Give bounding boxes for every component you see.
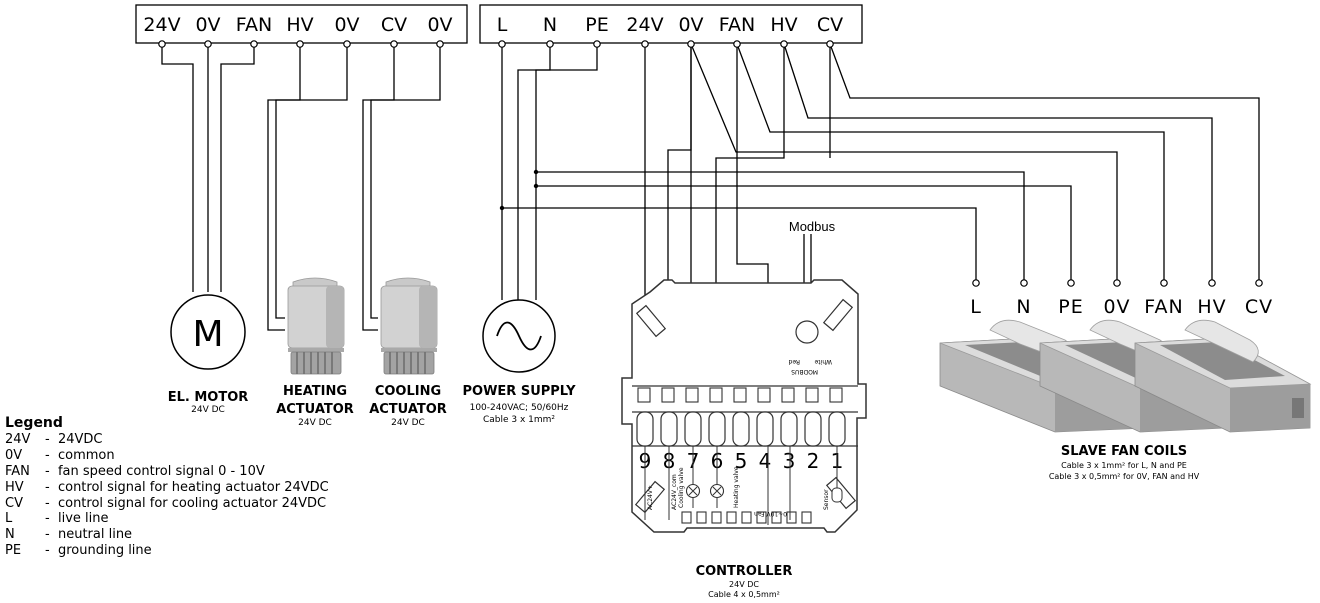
right-terminal-24v: 24V	[626, 14, 663, 36]
right-terminal-strip: L N PE 24V 0V FAN HV CV	[479, 4, 863, 44]
slave-terminal-0v: 0V	[1103, 296, 1130, 318]
heating-actuator: HEATING ACTUATOR 24V DC	[276, 277, 354, 428]
slave-terminal-labels: L N PE 0V FAN HV CV	[970, 296, 1273, 318]
terminal-dots	[158, 40, 1263, 287]
right-terminal-fan: FAN	[719, 14, 755, 36]
motor-icon	[170, 294, 246, 370]
actuator-icon	[380, 277, 438, 375]
slave-terminal-l: L	[970, 296, 982, 318]
slave-fan-coils: SLAVE FAN COILS Cable 3 x 1mm² for L, N …	[939, 319, 1312, 481]
slave-terminal-n: N	[1016, 296, 1031, 318]
motor-symbol: M	[192, 314, 223, 355]
slave-spec-2: Cable 3 x 0,5mm² for 0V, FAN and HV	[1049, 472, 1200, 481]
power-spec-2: Cable 3 x 1mm²	[483, 415, 555, 425]
power-spec-1: 100-240VAC; 50/60Hz	[470, 403, 569, 413]
controller-spec-2: Cable 4 x 0,5mm²	[708, 590, 780, 599]
controller-label-sensor: Sensor	[823, 489, 830, 510]
heating-spec: 24V DC	[298, 418, 332, 428]
legend-item: L- live line	[5, 511, 109, 527]
fan-coil-icon	[1134, 319, 1312, 433]
right-terminal-cv: CV	[817, 14, 843, 36]
right-terminal-l: L	[497, 14, 508, 36]
heating-title-2: ACTUATOR	[276, 402, 354, 417]
right-terminal-pe: PE	[585, 14, 608, 36]
motor-spec: 24V DC	[191, 405, 225, 415]
cooling-actuator: COOLING ACTUATOR 24V DC	[369, 277, 447, 428]
left-terminal-strip: 24V 0V FAN HV 0V CV 0V	[135, 4, 468, 44]
controller-label-heating-valve: Heating valve	[733, 466, 740, 508]
legend: Legend 24V- 24VDC 0V- common FAN- fan sp…	[5, 415, 329, 559]
left-terminal-0v-2: 0V	[334, 14, 359, 36]
right-terminal-0v: 0V	[678, 14, 703, 36]
controller-terminal-4: 4	[759, 449, 772, 473]
heating-title-1: HEATING	[283, 384, 347, 399]
controller-terminal-5: 5	[735, 449, 748, 473]
legend-item: 0V- common	[5, 447, 115, 463]
legend-item: PE- grounding line	[5, 543, 152, 559]
controller-title: CONTROLLER	[696, 564, 793, 579]
controller-terminal-3: 3	[783, 449, 796, 473]
legend-item: FAN- fan speed control signal 0 - 10V	[5, 463, 265, 479]
legend-title: Legend	[5, 415, 63, 431]
power-title: POWER SUPPLY	[463, 384, 577, 399]
controller-label-cooling-valve: Cooling valve	[678, 467, 685, 508]
controller-terminal-2: 2	[807, 449, 820, 473]
legend-item: CV- control signal for cooling actuator …	[5, 495, 327, 511]
left-terminal-0v-3: 0V	[427, 14, 452, 36]
modbus-port-icon	[795, 320, 819, 344]
right-terminal-n: N	[543, 14, 557, 36]
slave-terminal-pe: PE	[1058, 296, 1083, 318]
wiring	[161, 43, 1260, 398]
controller-spec-1: 24V DC	[729, 580, 759, 589]
controller-label-red: Red	[788, 358, 800, 365]
controller-label-fan: 0~10V Fan	[754, 510, 787, 517]
slave-terminal-fan: FAN	[1144, 296, 1183, 318]
left-terminal-24v: 24V	[143, 14, 180, 36]
slave-terminal-cv: CV	[1245, 296, 1273, 318]
cooling-title-2: ACTUATOR	[369, 402, 447, 417]
legend-item: 24V- 24VDC	[5, 431, 103, 447]
left-terminal-fan: FAN	[236, 14, 272, 36]
left-terminal-0v-1: 0V	[195, 14, 220, 36]
slave-title: SLAVE FAN COILS	[1061, 444, 1187, 459]
motor-title: EL. MOTOR	[168, 390, 249, 405]
controller-label-ac24v-plus: AC24V+	[647, 485, 654, 510]
power-supply: POWER SUPPLY 100-240VAC; 50/60Hz Cable 3…	[463, 299, 577, 425]
left-terminal-hv: HV	[286, 14, 313, 36]
motor: M EL. MOTOR 24V DC	[168, 294, 249, 415]
legend-item: HV- control signal for heating actuator …	[5, 479, 329, 495]
controller: 9 8 7 6 5 4 3 2 1 AC24V+ AC24V_com Cooli…	[621, 279, 867, 599]
modbus-label: Modbus	[789, 219, 836, 234]
cooling-title-1: COOLING	[375, 384, 441, 399]
right-terminal-hv: HV	[770, 14, 797, 36]
legend-item: N- neutral line	[5, 527, 133, 543]
left-terminal-cv: CV	[381, 14, 407, 36]
slave-terminal-hv: HV	[1197, 296, 1226, 318]
slave-spec-1: Cable 3 x 1mm² for L, N and PE	[1061, 461, 1187, 470]
controller-label-modbus: MODBUS	[791, 368, 818, 375]
controller-label-ac24v-com: AC24V_com	[671, 474, 678, 510]
actuator-icon	[287, 277, 345, 375]
cooling-spec: 24V DC	[391, 418, 425, 428]
controller-label-white: White	[814, 358, 832, 365]
